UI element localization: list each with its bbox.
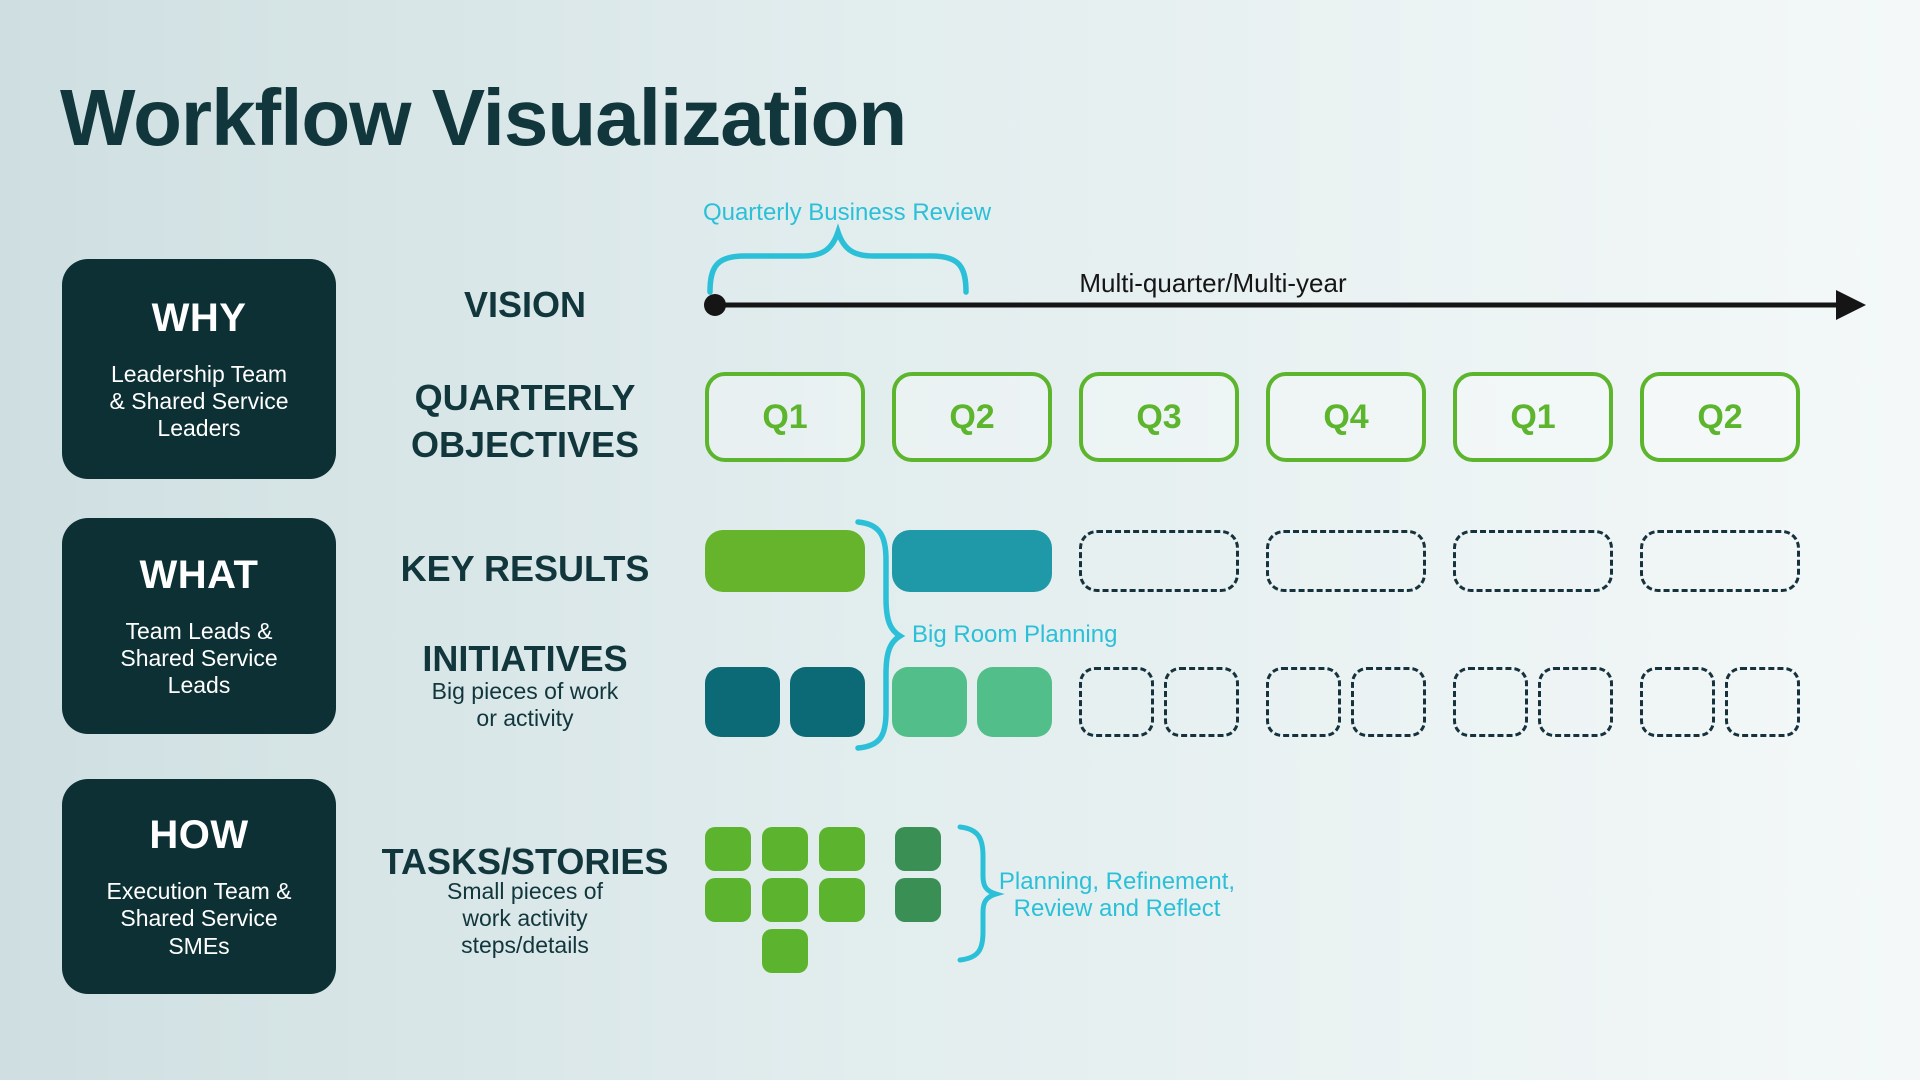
tasks-subtitle: Small pieces of work activity steps/deta… — [447, 878, 603, 959]
big-room-planning-label: Big Room Planning — [912, 621, 1118, 648]
why-card-title: WHY — [151, 295, 247, 340]
initiative-square-6-2 — [1725, 667, 1800, 737]
task-square-4 — [895, 827, 941, 871]
why-card-body: Leadership Team & Shared Service Leaders — [109, 360, 289, 442]
initiative-square-5-1 — [1453, 667, 1528, 737]
row-label-key-results: KEY RESULTS — [400, 548, 650, 589]
quarter-box-1: Q1 — [705, 372, 865, 462]
key-result-box-4 — [1266, 530, 1426, 592]
timeline-arrowhead-icon — [1836, 290, 1866, 320]
initiative-square-4-2 — [1351, 667, 1426, 737]
row-label-tasks-stories: TASKS/STORIES — [381, 841, 669, 882]
what-card-title: WHAT — [139, 552, 259, 597]
initiative-square-1-1 — [705, 667, 780, 737]
initiative-square-6-1 — [1640, 667, 1715, 737]
quarterly-business-review-label: Quarterly Business Review — [702, 199, 992, 226]
task-square-7 — [819, 878, 865, 922]
row-label-initiatives: INITIATIVES — [422, 638, 628, 679]
quarter-box-3: Q3 — [1079, 372, 1239, 462]
initiative-square-2-1 — [892, 667, 967, 737]
initiative-square-1-2 — [790, 667, 865, 737]
initiative-square-3-1 — [1079, 667, 1154, 737]
initiative-square-2-2 — [977, 667, 1052, 737]
quarter-box-6: Q2 — [1640, 372, 1800, 462]
task-square-8 — [895, 878, 941, 922]
initiatives-subtitle: Big pieces of work or activity — [431, 678, 619, 732]
how-card-body: Execution Team & Shared Service SMEs — [106, 878, 292, 959]
brace-quarterly-review-icon — [707, 223, 969, 295]
planning-refinement-label: Planning, Refinement, Review and Reflect — [998, 868, 1236, 923]
timeline-start-dot — [704, 294, 726, 316]
task-square-5 — [705, 878, 751, 922]
row-label-vision: VISION — [463, 284, 587, 325]
task-square-6 — [762, 878, 808, 922]
key-result-box-5 — [1453, 530, 1613, 592]
why-card: WHY Leadership Team & Shared Service Lea… — [62, 259, 336, 479]
key-result-box-3 — [1079, 530, 1239, 592]
initiative-square-4-1 — [1266, 667, 1341, 737]
task-square-2 — [762, 827, 808, 871]
quarter-box-4: Q4 — [1266, 372, 1426, 462]
task-square-3 — [819, 827, 865, 871]
quarter-box-5: Q1 — [1453, 372, 1613, 462]
initiative-square-5-2 — [1538, 667, 1613, 737]
key-result-box-1 — [705, 530, 865, 592]
how-card-title: HOW — [149, 813, 249, 858]
row-label-quarterly-objectives: QUARTERLY OBJECTIVES — [410, 377, 640, 465]
how-card: HOW Execution Team & Shared Service SMEs — [62, 779, 336, 994]
timeline-label: Multi-quarter/Multi-year — [1079, 268, 1347, 298]
what-card-body: Team Leads & Shared Service Leads — [120, 617, 278, 699]
key-result-box-2 — [892, 530, 1052, 592]
task-square-9 — [762, 929, 808, 973]
what-card: WHAT Team Leads & Shared Service Leads — [62, 518, 336, 734]
task-square-1 — [705, 827, 751, 871]
key-result-box-6 — [1640, 530, 1800, 592]
quarter-box-2: Q2 — [892, 372, 1052, 462]
initiative-square-3-2 — [1164, 667, 1239, 737]
page-title: Workflow Visualization — [60, 73, 907, 162]
